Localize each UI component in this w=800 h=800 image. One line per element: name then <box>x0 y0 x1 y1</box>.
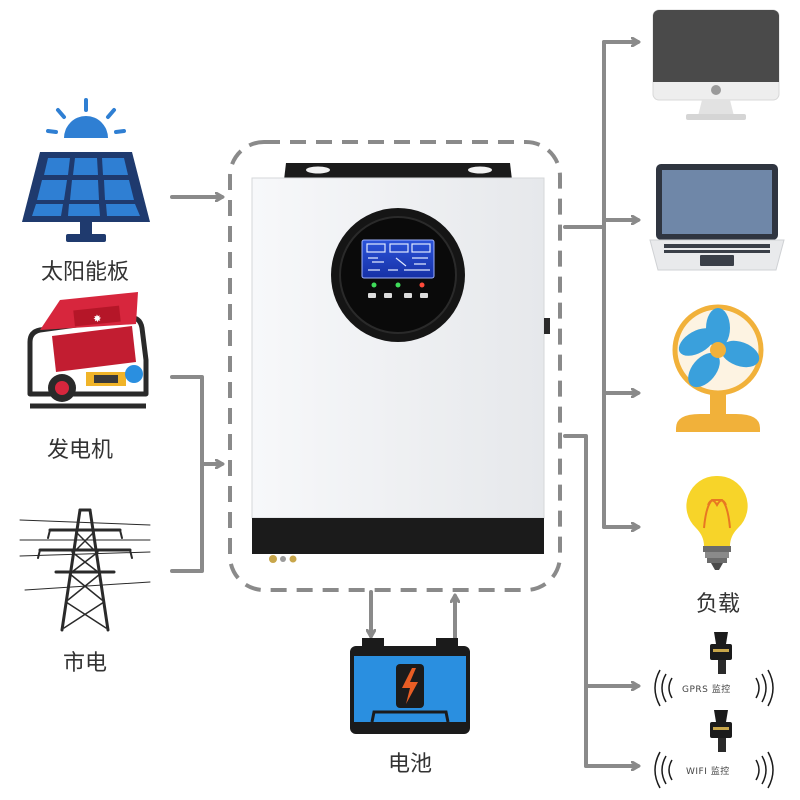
gprs-dongle-icon <box>710 632 732 674</box>
inverter-button-1 <box>368 293 376 298</box>
monitor-icon <box>652 9 780 120</box>
wifi-dongle-icon <box>710 710 732 752</box>
wifi-label: WIFI 监控 <box>686 767 730 777</box>
inverter-device <box>251 163 550 563</box>
laptop-icon <box>649 164 785 271</box>
inverter-button-3 <box>404 293 412 298</box>
line-grid <box>170 462 204 573</box>
light-bulb-icon <box>686 475 748 570</box>
wifi-signal-waves <box>654 751 774 789</box>
grid-label: 市电 <box>62 651 107 676</box>
inverter-bottom-band <box>252 518 544 554</box>
battery-label: 电池 <box>387 752 432 777</box>
solar-label: 太阳能板 <box>40 260 129 285</box>
power-tower-icon <box>19 508 151 632</box>
fan-icon <box>672 304 764 432</box>
load-label: 负载 <box>695 592 740 617</box>
inverter-button-4 <box>420 293 428 298</box>
inverter-mount-bracket <box>284 163 512 180</box>
battery-icon <box>350 638 470 734</box>
inverter-enclosure-dashed <box>228 140 562 592</box>
inverter-button-2 <box>384 293 392 298</box>
gprs-label: GPRS 监控 <box>682 685 731 695</box>
line-monitor-bus <box>563 434 588 768</box>
line-generator <box>170 375 204 466</box>
solar-panel-icon <box>22 98 150 242</box>
gprs-signal-waves <box>654 669 774 707</box>
generator-icon: ✸ <box>27 292 149 409</box>
svg-text:✸: ✸ <box>93 314 102 326</box>
generator-label: 发电机 <box>46 438 113 463</box>
line-output-bus <box>563 40 606 529</box>
connection-lines <box>170 40 638 768</box>
